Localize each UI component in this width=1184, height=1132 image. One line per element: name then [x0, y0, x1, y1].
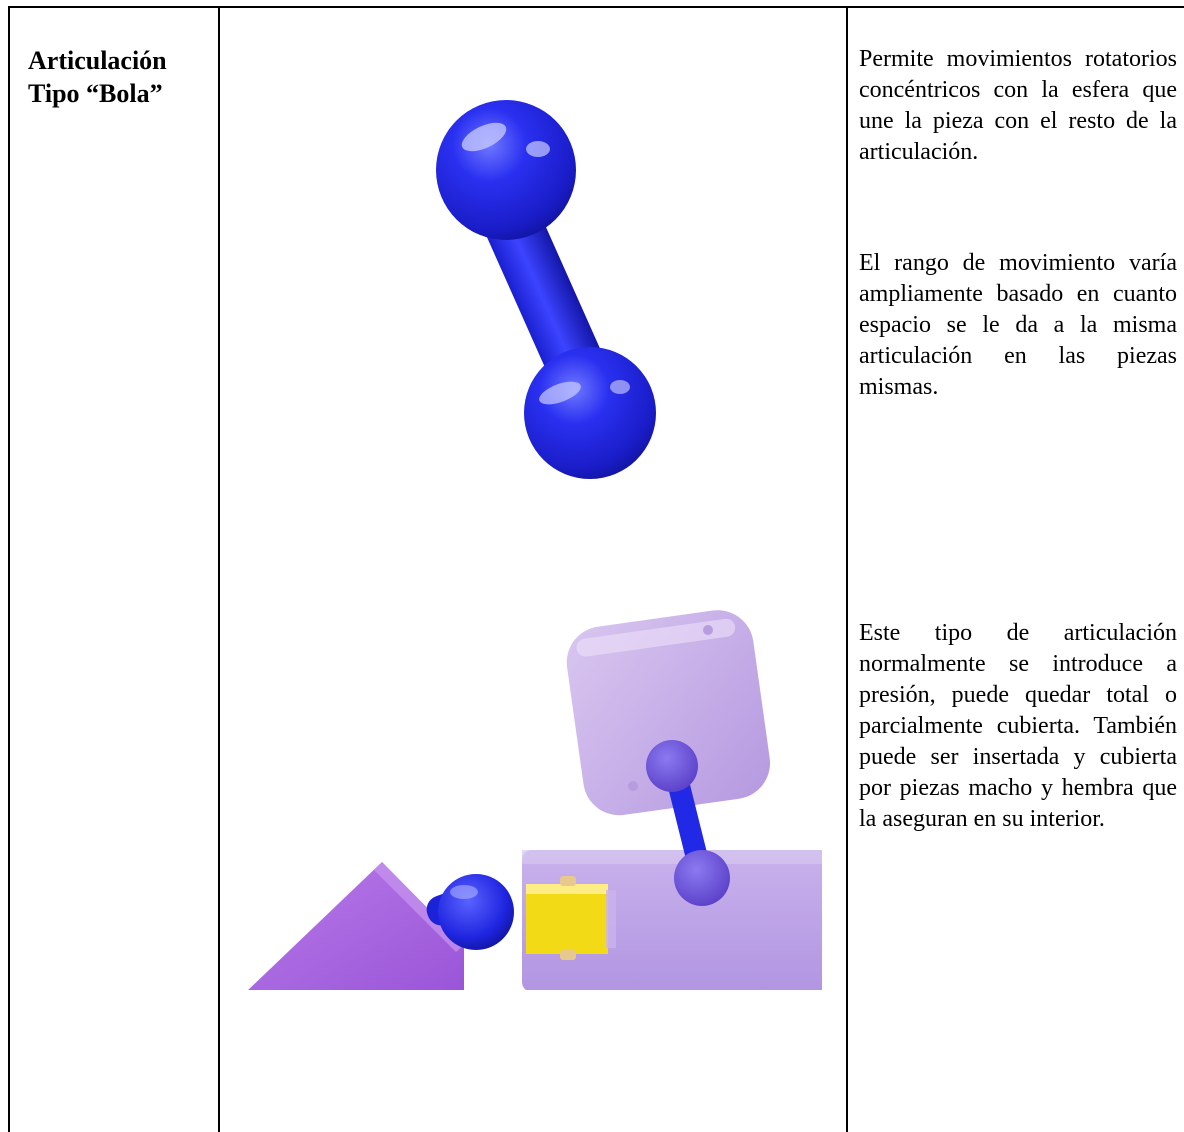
left-wedge — [248, 862, 464, 990]
row-label-line-1: Articulación — [28, 46, 167, 75]
description-paragraph-2: El rango de movimiento varía ampliamente… — [859, 250, 1177, 400]
upper-ball — [436, 100, 576, 240]
table-border-top — [8, 6, 1184, 8]
description-paragraph-3: Este tipo de articulación normalmente se… — [859, 620, 1177, 832]
ball-joint-render — [436, 100, 656, 479]
row-label-line-2: Tipo “Bola” — [28, 79, 163, 108]
vertical-link — [646, 740, 730, 906]
left-ball-joint — [438, 874, 514, 950]
yellow-pin — [526, 876, 616, 960]
upper-housing — [566, 610, 771, 816]
column-divider-2 — [846, 6, 848, 1132]
description-paragraph-1: Permite movimientos rotatorios concéntri… — [859, 46, 1177, 165]
column-divider-1 — [218, 6, 220, 1132]
table-border-left — [8, 6, 10, 1132]
assembled-joint-render — [248, 610, 822, 990]
lower-ball — [524, 347, 656, 479]
row-label: Articulación Tipo “Bola” — [28, 44, 208, 110]
